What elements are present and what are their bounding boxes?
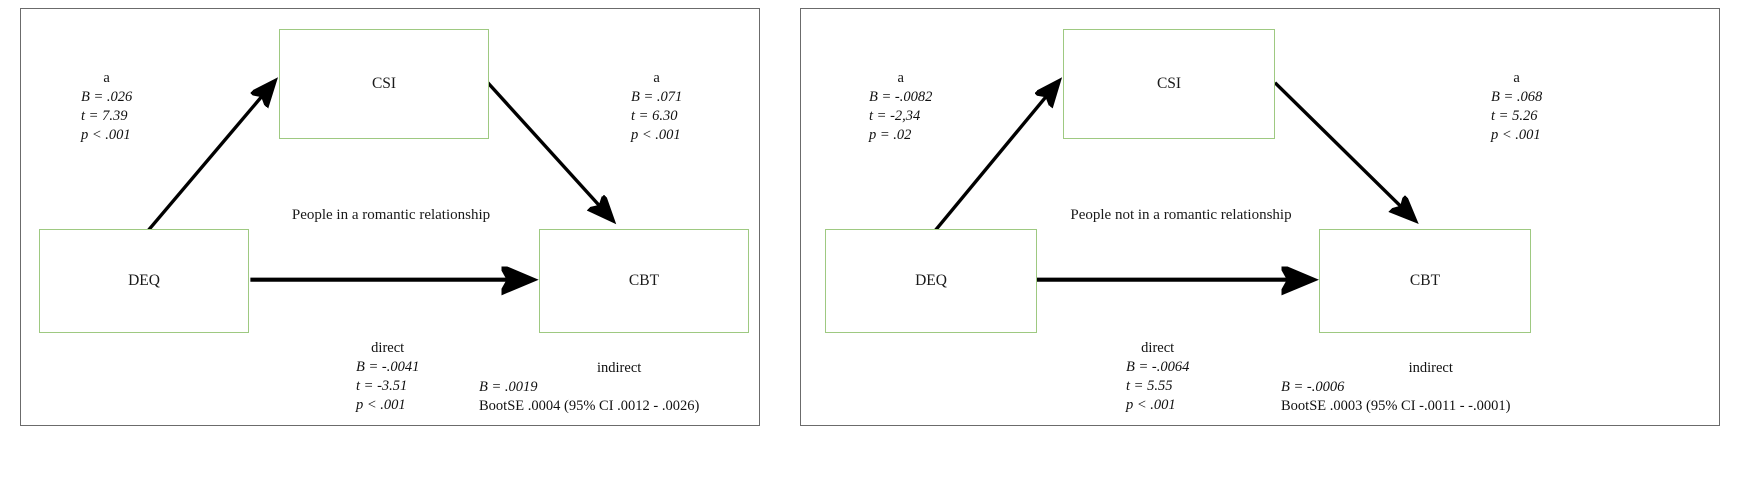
stat-b-path-left: a B = .071 t = 6.30 p < .001 — [631, 69, 682, 146]
effect-ci: BootSE .0004 (95% CI .0012 - .0026) — [479, 398, 700, 415]
node-label: DEQ — [128, 272, 160, 289]
node-deq-right: DEQ — [825, 229, 1037, 333]
effect-p: p < .001 — [1126, 397, 1176, 414]
effect-label: direct — [1141, 340, 1175, 356]
path-label: a — [897, 70, 904, 86]
stat-indirect-left: indirect B = .0019 BootSE .0004 (95% CI … — [479, 359, 699, 416]
path-arrows-left — [147, 9, 759, 425]
path-b: B = .026 — [81, 89, 133, 106]
panel-caption-right: People not in a romantic relationship — [1070, 207, 1292, 223]
node-label: CBT — [628, 272, 660, 289]
effect-p: p < .001 — [356, 397, 406, 414]
stat-a-path-right: a B = -.0082 t = -2,34 p = .02 — [869, 69, 932, 146]
node-cbt-left: CBT — [539, 229, 749, 333]
node-csi-left: CSI — [279, 29, 489, 139]
stat-indirect-right: indirect B = -.0006 BootSE .0003 (95% CI… — [1281, 359, 1510, 416]
path-label: a — [653, 70, 660, 86]
stat-b-path-right: a B = .068 t = 5.26 p < .001 — [1491, 69, 1542, 146]
stat-direct-right: direct B = -.0064 t = 5.55 p < .001 — [1126, 339, 1189, 416]
effect-b: B = -.0006 — [1281, 379, 1345, 396]
node-cbt-right: CBT — [1319, 229, 1531, 333]
effect-b: B = -.0064 — [1126, 359, 1190, 376]
effect-label: direct — [371, 340, 405, 356]
node-deq-left: DEQ — [39, 229, 249, 333]
arrow-csi-to-cbt — [486, 81, 613, 220]
panel-romantic-relationship: CSI DEQ CBT People in a romantic relatio… — [20, 8, 760, 426]
arrow-csi-to-cbt — [1273, 81, 1415, 220]
node-label: CBT — [1409, 272, 1441, 289]
effect-b: B = -.0041 — [356, 359, 420, 376]
node-csi-right: CSI — [1063, 29, 1275, 139]
path-t: t = 5.26 — [1491, 108, 1538, 125]
path-p: p < .001 — [81, 127, 131, 144]
stat-direct-left: direct B = -.0041 t = -3.51 p < .001 — [356, 339, 419, 416]
node-label: CSI — [371, 75, 397, 92]
path-t: t = -2,34 — [869, 108, 921, 125]
path-p: p < .001 — [1491, 127, 1541, 144]
path-p: p = .02 — [869, 127, 912, 144]
arrow-deq-to-csi — [934, 82, 1059, 232]
effect-b: B = .0019 — [479, 379, 538, 396]
path-b: B = .071 — [631, 89, 683, 106]
node-label: CSI — [1156, 75, 1182, 92]
stat-a-path-left: a B = .026 t = 7.39 p < .001 — [81, 69, 132, 146]
effect-ci: BootSE .0003 (95% CI -.0011 - -.0001) — [1281, 398, 1511, 415]
panel-caption-left: People in a romantic relationship — [291, 207, 491, 223]
arrow-deq-to-csi — [147, 82, 275, 232]
effect-label: indirect — [597, 360, 642, 376]
node-label: DEQ — [915, 272, 947, 289]
effect-t: t = 5.55 — [1126, 378, 1173, 395]
path-b: B = .068 — [1491, 89, 1543, 106]
panel-not-romantic-relationship: CSI DEQ CBT People not in a romantic rel… — [800, 8, 1720, 426]
path-label: a — [103, 70, 110, 86]
effect-t: t = -3.51 — [356, 378, 408, 395]
effect-label: indirect — [1408, 360, 1453, 376]
path-b: B = -.0082 — [869, 89, 933, 106]
path-arrows-right — [934, 9, 1719, 425]
path-t: t = 6.30 — [631, 108, 678, 125]
path-p: p < .001 — [631, 127, 681, 144]
path-label: a — [1513, 70, 1520, 86]
path-t: t = 7.39 — [81, 108, 128, 125]
